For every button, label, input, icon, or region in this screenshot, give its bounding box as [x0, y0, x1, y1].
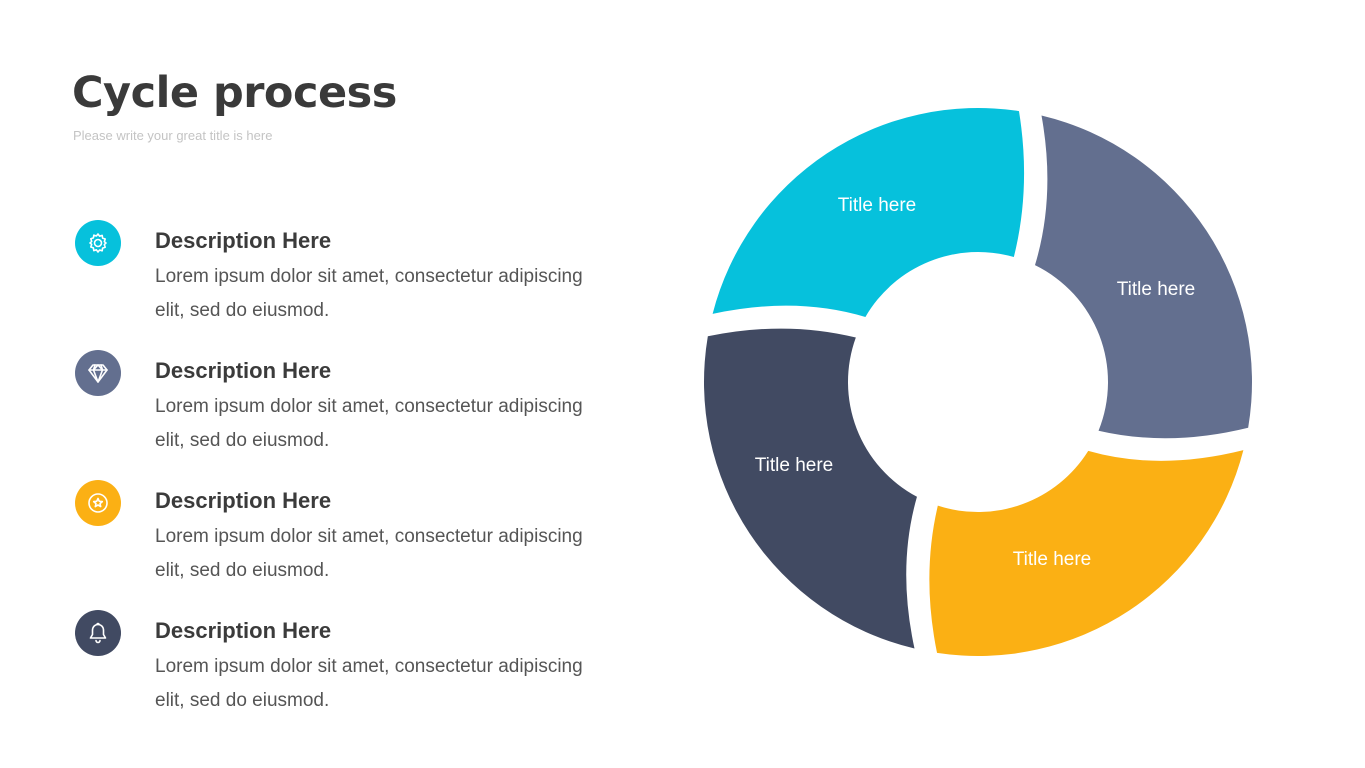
- page-subtitle: Please write your great title is here: [73, 128, 273, 143]
- item-title: Description Here: [155, 358, 332, 383]
- segment-label: Title here: [1116, 279, 1196, 300]
- description-item: Description Here Lorem ipsum dolor sit a…: [75, 606, 635, 716]
- description-item: Description Here Lorem ipsum dolor sit a…: [75, 346, 635, 456]
- segment-label: Title here: [837, 195, 917, 216]
- segment-label: Title here: [754, 455, 834, 476]
- item-title: Description Here: [155, 228, 332, 253]
- item-title: Description Here: [155, 488, 332, 513]
- item-body: Lorem ipsum dolor sit amet, consectetur …: [155, 266, 583, 321]
- page-title: Cycle process: [72, 68, 397, 118]
- cycle-segment-3: [929, 450, 1244, 656]
- description-item: Description Here Lorem ipsum dolor sit a…: [75, 216, 635, 326]
- item-body: Lorem ipsum dolor sit amet, consectetur …: [155, 656, 583, 711]
- item-body: Lorem ipsum dolor sit amet, consectetur …: [155, 396, 583, 451]
- star-badge-icon: [75, 480, 121, 526]
- segment-label: Title here: [1012, 549, 1092, 570]
- description-item: Description Here Lorem ipsum dolor sit a…: [75, 476, 635, 586]
- diamond-icon: [75, 350, 121, 396]
- cycle-segment-1: [712, 108, 1025, 317]
- gear-icon: [75, 220, 121, 266]
- item-body: Lorem ipsum dolor sit amet, consectetur …: [155, 526, 583, 581]
- bell-icon: [75, 610, 121, 656]
- item-title: Description Here: [155, 618, 332, 643]
- cycle-segment-4: [704, 328, 917, 649]
- cycle-segment-2: [1034, 115, 1253, 439]
